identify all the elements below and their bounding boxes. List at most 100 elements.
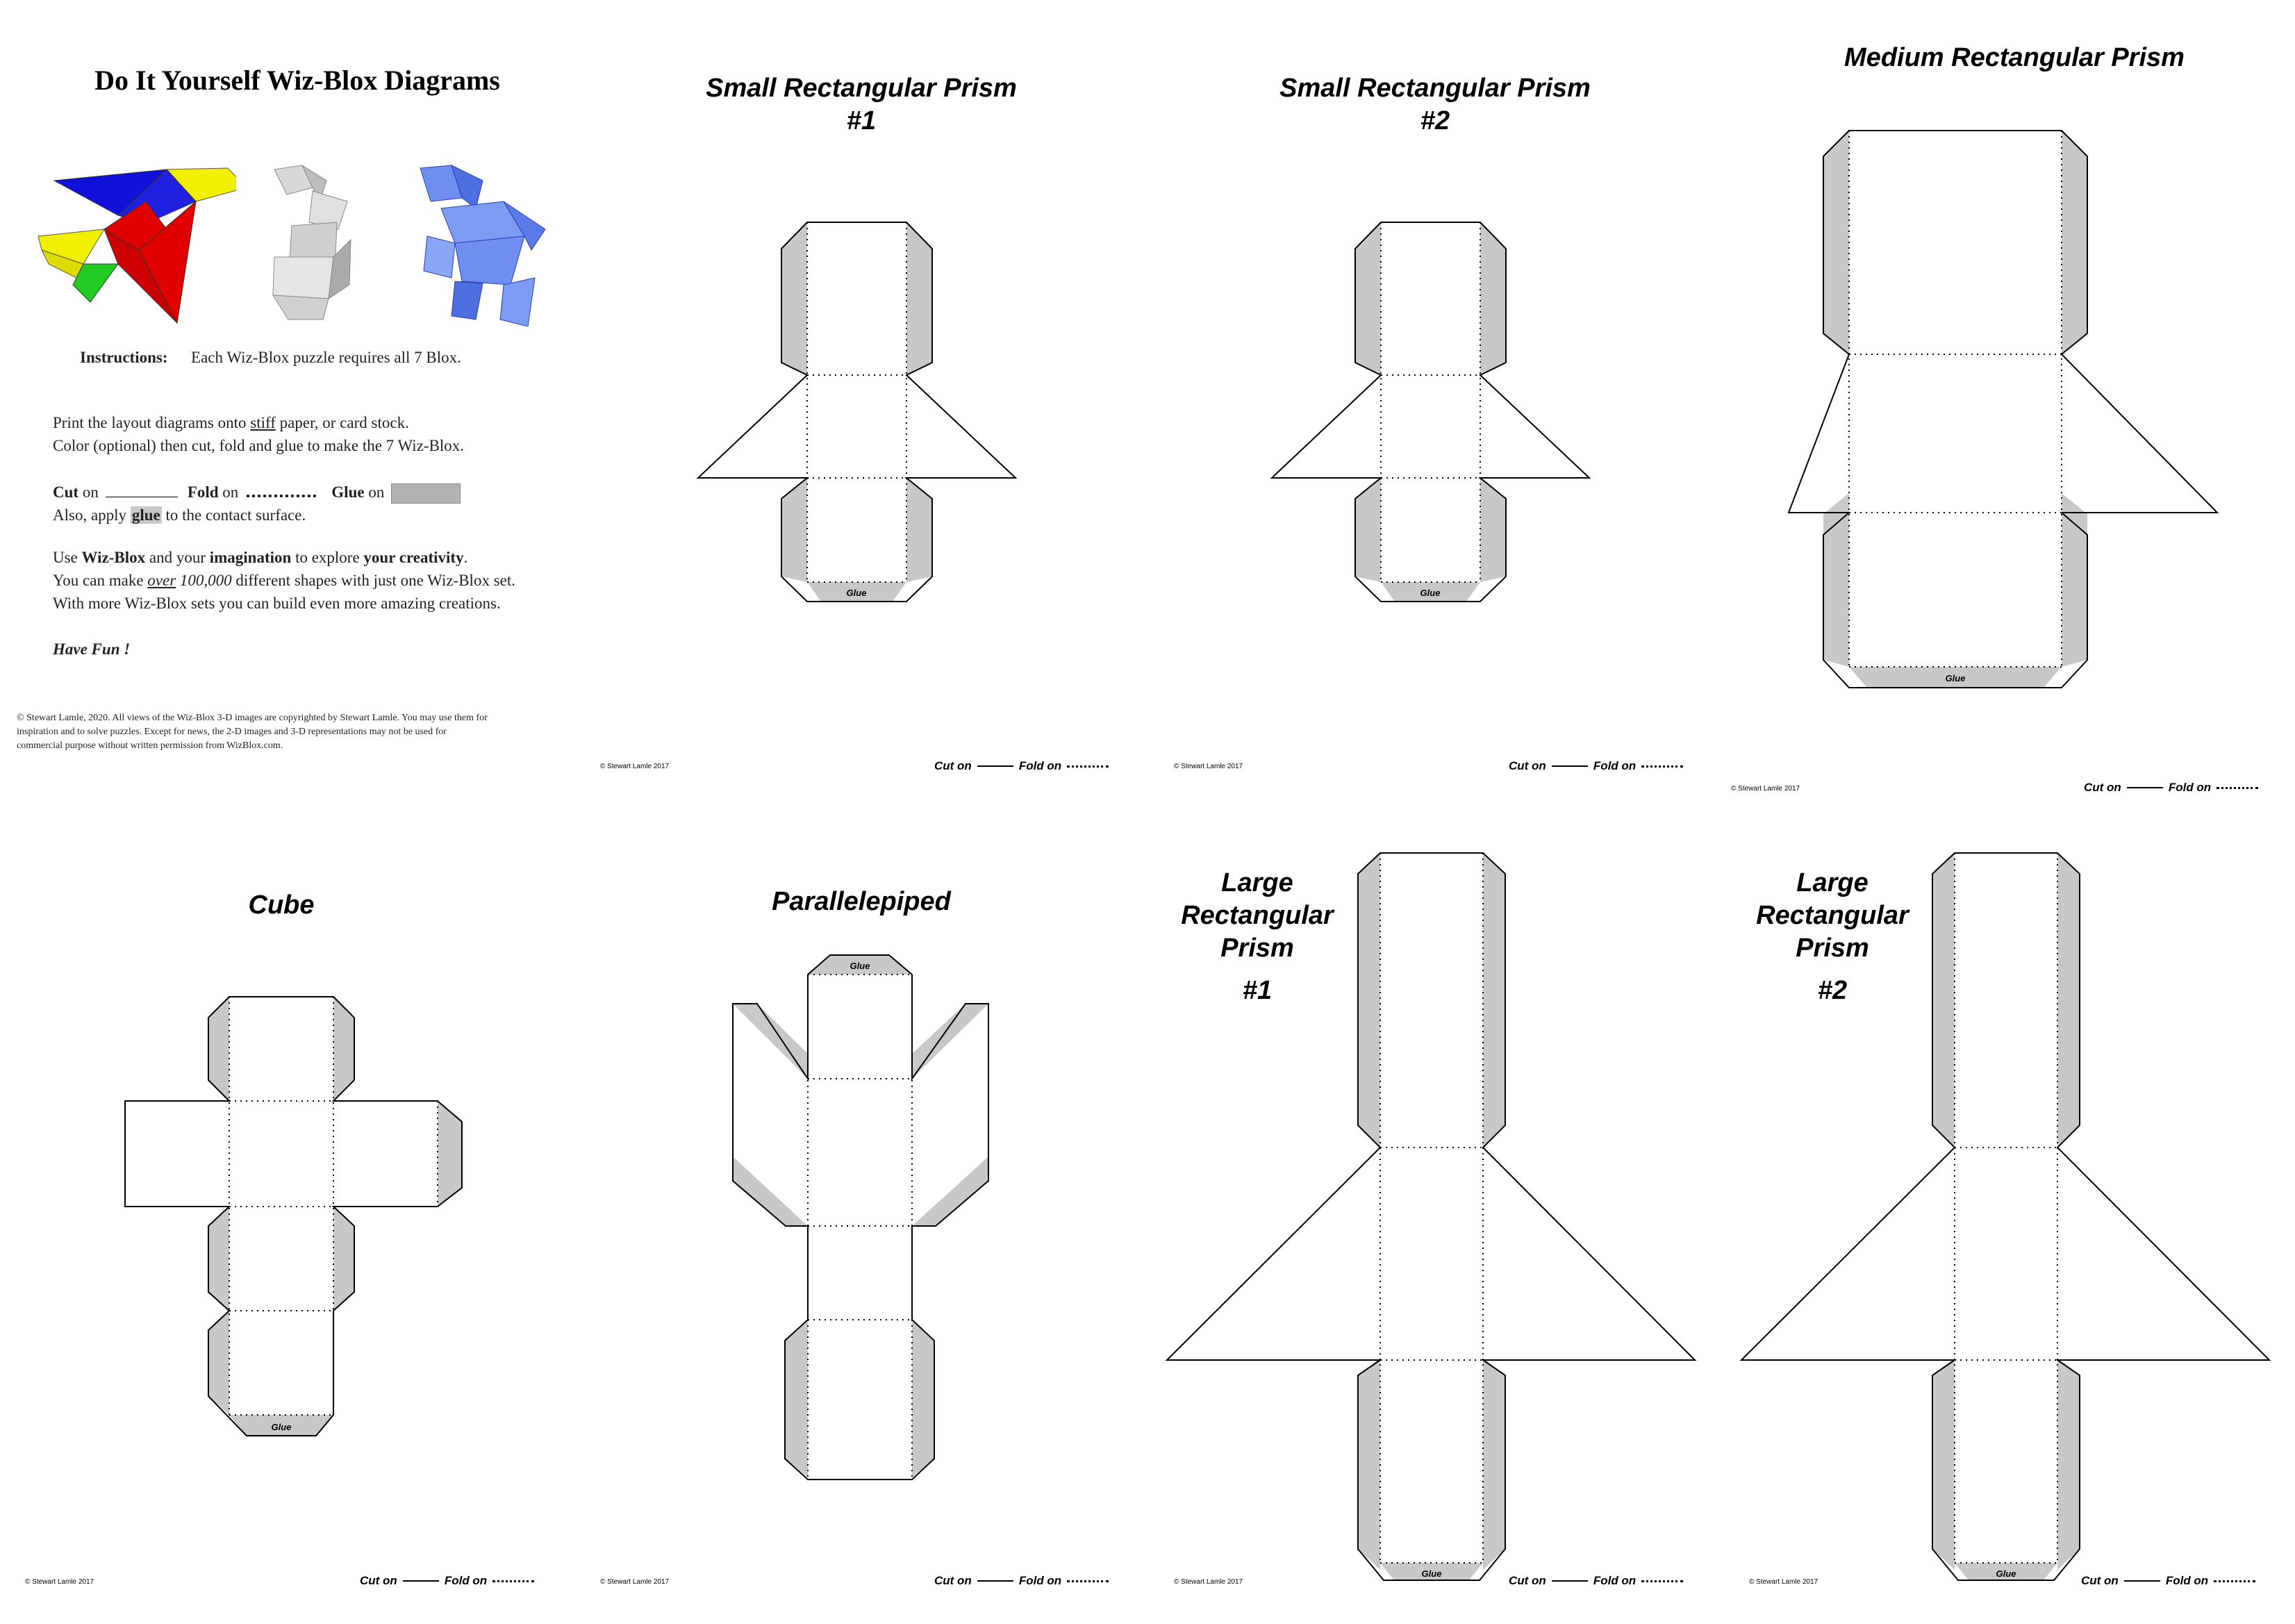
small-prism-2-net: Glue bbox=[1270, 222, 1591, 602]
large-prism-1-title-line-2: Rectangular bbox=[1181, 901, 1334, 930]
cut-line bbox=[977, 765, 1013, 767]
cube-title-line-1: Cube bbox=[248, 890, 315, 920]
glue-tab-label: Glue bbox=[1996, 1568, 2016, 1579]
fold-line bbox=[1641, 1580, 1684, 1582]
cut-line bbox=[1551, 765, 1588, 767]
large-prism-2-title-line-4: #2 bbox=[1817, 976, 1848, 1005]
large-prism-2-net: Glue bbox=[1739, 852, 2271, 1581]
cube-net: Glue bbox=[124, 996, 463, 1436]
parallelepiped-legend: Cut on Fold on bbox=[934, 1574, 1109, 1588]
fold-line bbox=[1641, 765, 1684, 768]
cut-line bbox=[977, 1580, 1013, 1582]
large-prism-2-title: Large Rectangular Prism #2 bbox=[1749, 867, 1916, 1007]
parallelepiped-copyright: © Stewart Lamle 2017 bbox=[600, 1578, 670, 1586]
fold-line bbox=[2217, 786, 2259, 789]
fold-on-label: Fold on bbox=[1018, 759, 1062, 772]
large-prism-1-title-line-3: Prism bbox=[1220, 934, 1294, 963]
cut-line bbox=[2123, 1580, 2160, 1582]
small-prism-2-legend: Cut on Fold on bbox=[1509, 759, 1684, 773]
cut-line bbox=[402, 1580, 439, 1582]
small-prism-1-title-line-2: #1 bbox=[846, 106, 877, 135]
use-creativity: your creativity bbox=[363, 549, 464, 566]
large-prism-2-title-line-2: Rectangular bbox=[1756, 901, 1909, 930]
small-prism-1-title-line-1: Small Rectangular Prism bbox=[706, 74, 1017, 103]
copyright-line-1: © Stewart Lamle, 2020. All views of the … bbox=[17, 713, 488, 723]
small-prism-2-title: Small Rectangular Prism #2 bbox=[1171, 72, 1699, 138]
medium-prism-copyright: © Stewart Lamle 2017 bbox=[1731, 785, 1800, 793]
large-prism-1-net: Glue bbox=[1165, 852, 1697, 1581]
parallelepiped-title: Parallelepiped bbox=[597, 886, 1125, 918]
large-prism-1-copyright: © Stewart Lamle 2017 bbox=[1174, 1578, 1243, 1586]
glue-swatch bbox=[391, 483, 461, 504]
use-brand: Wiz-Blox bbox=[81, 549, 146, 566]
cut-on-label: Cut on bbox=[934, 759, 972, 772]
copyright-notice: © Stewart Lamle, 2020. All views of the … bbox=[17, 711, 488, 753]
make-line: You can make over 100,000 different shap… bbox=[53, 569, 515, 592]
cut-line bbox=[1551, 1580, 1588, 1582]
apply-glue-line: Also, apply glue to the contact surface. bbox=[53, 504, 461, 527]
legend-fold-on: on bbox=[222, 483, 239, 501]
small-prism-1-legend: Cut on Fold on bbox=[934, 759, 1109, 773]
print-line-1-pre: Print the layout diagrams onto bbox=[53, 414, 251, 431]
make-num: 100,000 bbox=[176, 572, 232, 589]
fold-line bbox=[1067, 1580, 1109, 1582]
copyright-line-2: inspiration and to solve puzzles. Except… bbox=[17, 727, 447, 737]
large-prism-1-title: Large Rectangular Prism #1 bbox=[1174, 867, 1341, 1007]
print-line-1-stiff: stiff bbox=[250, 414, 276, 431]
print-line-1: Print the layout diagrams onto stiff pap… bbox=[53, 411, 464, 434]
glue-tab-label: Glue bbox=[1422, 1568, 1442, 1579]
instructions-line: Instructions: Each Wiz-Blox puzzle requi… bbox=[80, 346, 461, 369]
fold-on-label: Fold on bbox=[2165, 1574, 2209, 1587]
copyright-line-3: commercial purpose without written permi… bbox=[17, 740, 283, 751]
glue-tab-label: Glue bbox=[1420, 588, 1441, 598]
creativity-block: Use Wiz-Blox and your imagination to exp… bbox=[53, 546, 515, 615]
cut-line-sample bbox=[105, 487, 178, 497]
parallelepiped-net: Glue bbox=[732, 954, 989, 1480]
make-over: over bbox=[147, 572, 176, 589]
use-1: Use bbox=[53, 549, 82, 566]
fold-line-sample bbox=[247, 486, 317, 497]
small-prism-2-title-line-1: Small Rectangular Prism bbox=[1279, 74, 1591, 103]
use-imagination: imagination bbox=[209, 549, 292, 566]
wizblox-rabbit-image bbox=[272, 164, 351, 320]
medium-prism-title-line-1: Medium Rectangular Prism bbox=[1844, 43, 2185, 72]
apply-post: to the contact surface. bbox=[161, 506, 306, 524]
wizblox-horse-image bbox=[420, 165, 546, 326]
cut-on-label: Cut on bbox=[1509, 759, 1546, 772]
medium-prism-net: Glue bbox=[1787, 130, 2219, 688]
instructions-label: Instructions: bbox=[80, 349, 168, 366]
fold-on-label: Fold on bbox=[1593, 1574, 1637, 1587]
medium-prism-title: Medium Rectangular Prism bbox=[1750, 42, 2278, 74]
large-prism-1-title-line-1: Large bbox=[1221, 868, 1293, 897]
cut-on-label: Cut on bbox=[2081, 1574, 2119, 1587]
print-line-1-post: paper, or card stock. bbox=[275, 414, 409, 431]
print-line-2: Color (optional) then cut, fold and glue… bbox=[53, 437, 465, 454]
legend-glue-label: Glue bbox=[331, 483, 365, 501]
more-sets-line: With more Wiz-Blox sets you can build ev… bbox=[53, 595, 501, 612]
glue-tab-label: Glue bbox=[850, 961, 870, 971]
glue-tab-label: Glue bbox=[1946, 673, 1966, 683]
cube-title: Cube bbox=[0, 889, 563, 922]
legend-fold-label: Fold bbox=[187, 483, 219, 501]
cut-on-label: Cut on bbox=[934, 1574, 972, 1587]
use-line: Use Wiz-Blox and your imagination to exp… bbox=[53, 546, 515, 569]
small-prism-2-title-line-2: #2 bbox=[1420, 106, 1450, 135]
apply-pre: Also, apply bbox=[53, 506, 131, 524]
small-prism-1-title: Small Rectangular Prism #1 bbox=[597, 72, 1125, 138]
fold-on-label: Fold on bbox=[1018, 1574, 1062, 1587]
print-instructions: Print the layout diagrams onto stiff pap… bbox=[53, 411, 464, 457]
cube-copyright: © Stewart Lamle 2017 bbox=[25, 1578, 94, 1586]
fold-line bbox=[2214, 1580, 2256, 1582]
legend-cut-label: Cut bbox=[53, 483, 79, 501]
large-prism-1-title-line-4: #1 bbox=[1242, 976, 1273, 1005]
large-prism-2-title-line-1: Large bbox=[1796, 868, 1869, 897]
cut-on-label: Cut on bbox=[360, 1574, 397, 1587]
fold-on-label: Fold on bbox=[1593, 759, 1637, 772]
use-4: . bbox=[463, 549, 468, 566]
small-prism-1-copyright: © Stewart Lamle 2017 bbox=[600, 763, 670, 770]
cut-line bbox=[2126, 787, 2163, 788]
make-pre: You can make bbox=[53, 572, 148, 589]
use-3: to explore bbox=[291, 549, 364, 566]
